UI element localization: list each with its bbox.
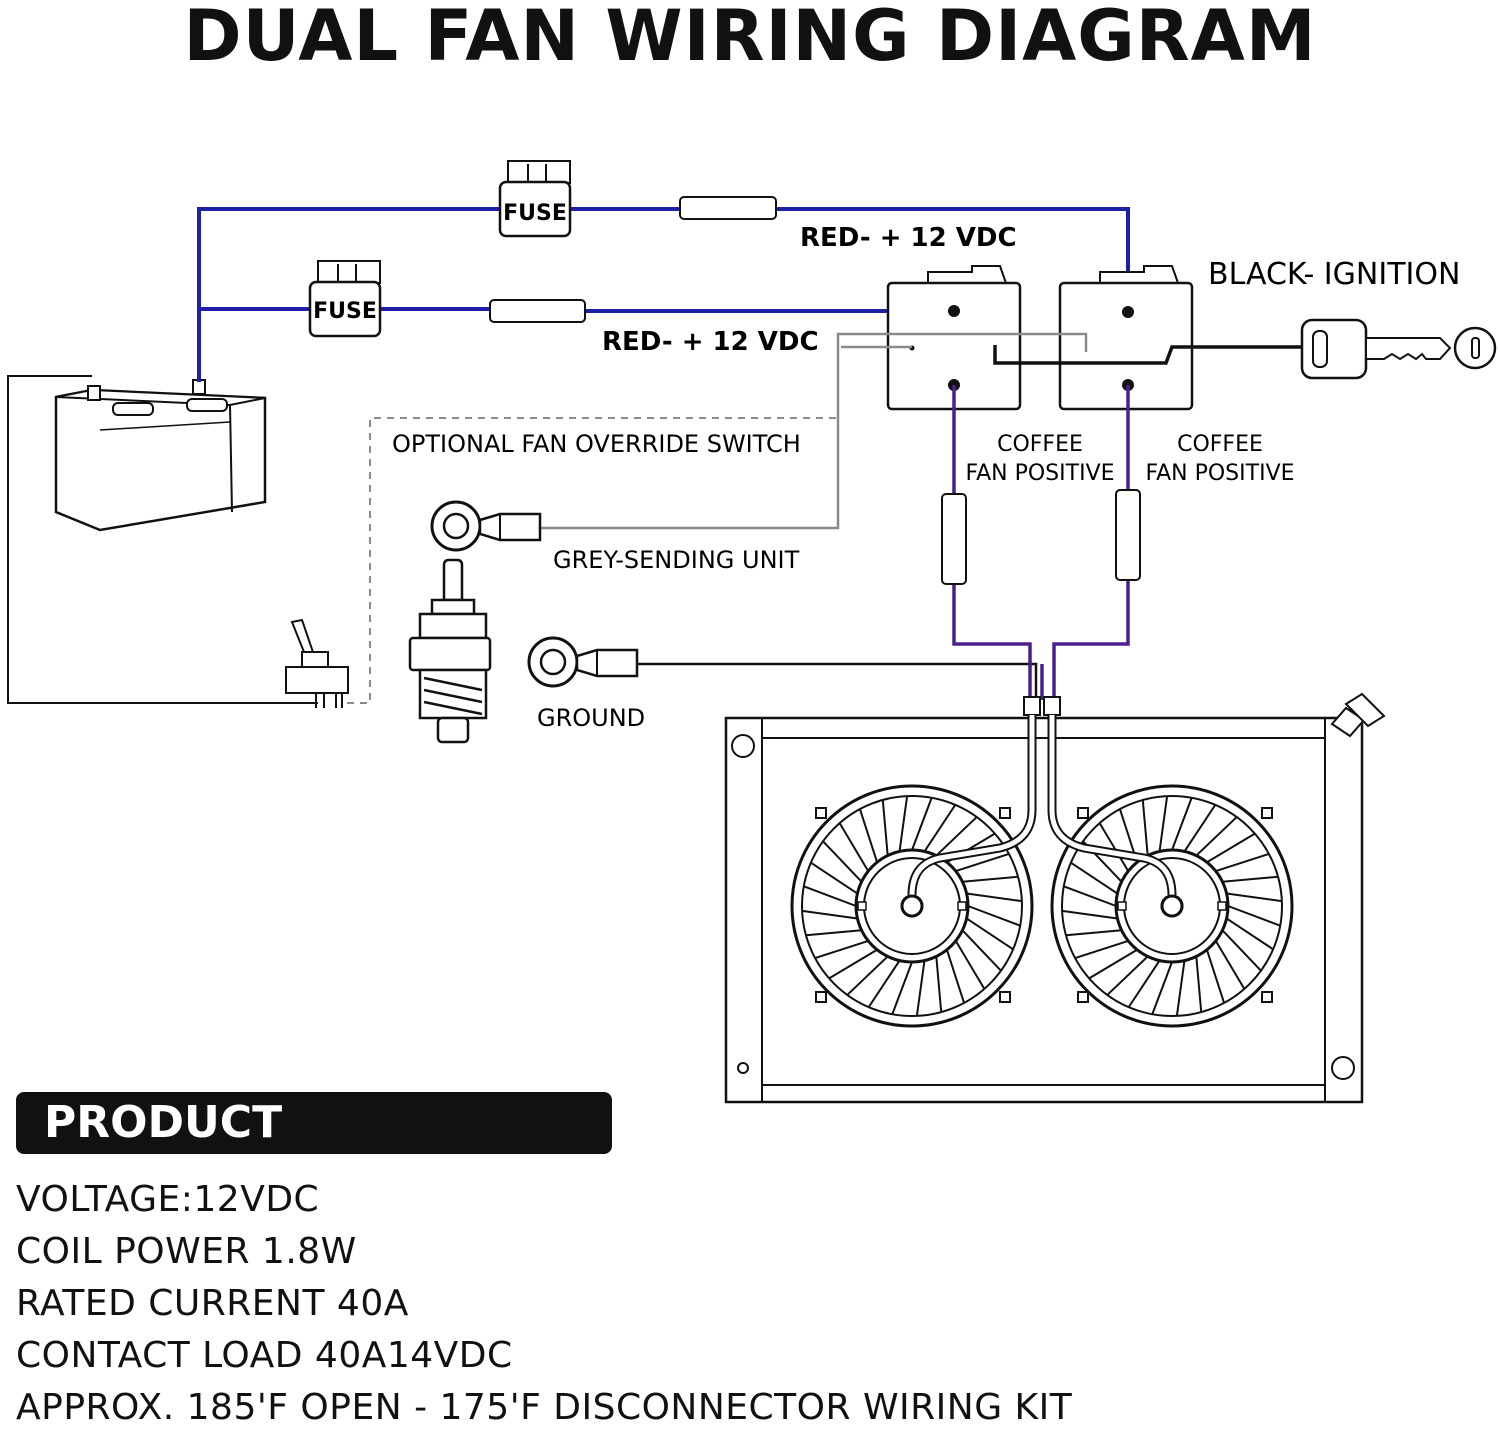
fan-blade [1151,961,1173,1015]
fan-blade [954,940,986,990]
fan-blade [1141,799,1149,856]
toggle-switch-icon [285,618,349,708]
fan-blade [1205,949,1226,1004]
black-ignition-label: BLACK- IGNITION [1208,257,1460,292]
diagram-title: DUAL FAN WIRING DIAGRAM [183,0,1317,77]
fan-blade [1226,917,1274,951]
ring-terminal-icon [527,636,639,688]
fan-blade [803,885,857,907]
fan-blade [967,905,1021,927]
fan-blade [1127,960,1161,1008]
fan-blade [838,822,870,872]
fan-blade [1226,892,1283,903]
fan-blade [1063,885,1117,907]
relay-icon [886,265,1022,411]
fan-blade [935,956,943,1013]
fan-blade [961,929,1002,972]
battery-icon [54,379,267,532]
fan-harness [907,715,1177,896]
fan-blade [1227,905,1281,927]
fan-blade [814,939,869,960]
ground-label: GROUND [537,704,645,732]
fan-blade [858,808,879,863]
fan-blade [1215,852,1270,873]
spec-item: RATED CURRENT 40A [16,1283,409,1324]
fan-blade [810,861,858,895]
fan-blade [1195,816,1238,857]
fuse-label: FUSE [503,201,567,226]
wire-connector [1115,489,1141,581]
relay-icon [1058,265,1194,411]
temperature-sensor-icon [408,558,492,744]
fuse-label: FUSE [313,299,377,324]
fan-blade [867,960,901,1008]
fan-blade [1088,948,1138,980]
ground-wire [637,662,1038,700]
ignition-key-icon [1300,318,1497,380]
fan-blade [1183,804,1217,852]
grey-sending-label: GREY-SENDING UNIT [553,546,800,574]
radiator-icon [724,692,1386,1104]
fan-blade [1206,832,1256,864]
fan-blade [1065,929,1122,937]
fan-blade [891,961,913,1015]
ring-terminal-icon [430,500,542,552]
red-12vdc-label-mid: RED- + 12 VDC [602,327,819,357]
fan-blade [945,949,966,1004]
product-description-heading: PRODUCT DESCRIPTION [16,1092,612,1210]
fan-blade [923,804,957,852]
fan-blade [1195,956,1203,1013]
fan-blade [966,917,1014,951]
optional-override-label: OPTIONAL FAN OVERRIDE SWITCH [392,430,801,458]
coffee-fan-label-1-line1: COFFEE [997,432,1083,457]
fan-blade [915,960,926,1017]
fan-blade [801,909,858,920]
grey-wires [540,332,1088,530]
fan-hub [1160,894,1184,918]
product-specs-list: VOLTAGE:12VDC COIL POWER 1.8W RATED CURR… [16,1174,1072,1434]
fan-blade [1098,822,1130,872]
fan-blade [1171,797,1193,851]
coffee-fan-label-2-line2: FAN POSITIVE [1145,461,1294,486]
fan-blade [1106,955,1149,996]
fan-blade [962,875,1019,883]
fan-blade [955,852,1010,873]
fan-blade [1070,861,1118,895]
fan-blade [1061,909,1118,920]
fan-blade [1175,960,1186,1017]
override-switch-wire [7,375,318,704]
wire-connector [679,196,777,220]
fan-blade [911,797,933,851]
fan-blade [822,840,863,883]
fan-blade [1221,929,1262,972]
fuse-icon: FUSE [308,260,382,338]
fan-blade [828,948,878,980]
fan-blade [1158,795,1169,852]
spec-item: CONTACT LOAD 40A14VDC [16,1335,513,1376]
fan-blade [846,955,889,996]
coffee-fan-label-2-line1: COFFEE [1177,432,1263,457]
fan-blade [1222,875,1279,883]
fan-blade [805,929,862,937]
spec-item: COIL POWER 1.8W [16,1231,357,1272]
red-12vdc-label-top: RED- + 12 VDC [800,223,1017,253]
fan-blade [935,816,978,857]
wire-connector [489,299,586,323]
spec-item: APPROX. 185'F OPEN - 175'F DISCONNECTOR … [16,1387,1073,1428]
fan-blade [898,795,909,852]
wire-connector [941,493,967,585]
spec-item: VOLTAGE:12VDC [16,1179,320,1220]
fan-blade [1214,940,1246,990]
coffee-fan-label-1-line2: FAN POSITIVE [965,461,1114,486]
fan-positive-wires [952,385,1130,700]
fan-blade [966,892,1023,903]
fan-hub [900,894,924,918]
fuse-icon: FUSE [498,160,572,238]
fan-blade [1074,939,1129,960]
fan-blade [881,799,889,856]
black-ignition-wire [993,345,1303,365]
